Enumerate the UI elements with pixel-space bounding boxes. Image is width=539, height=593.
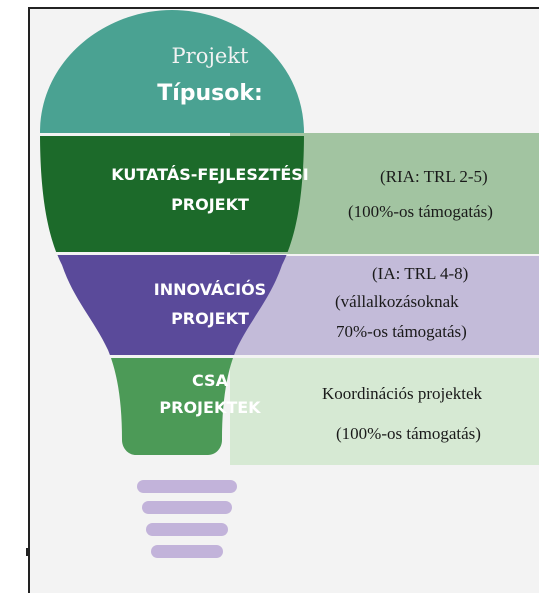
csa-label-line2: PROJEKTEK — [159, 398, 261, 417]
csa-description-band: Koordinációs projektek (100%-os támogatá… — [230, 358, 539, 465]
ia-description-band: (IA: TRL 4-8) (vállalkozásoknak 70%-os t… — [230, 256, 539, 355]
ria-desc-line1: (RIA: TRL 2-5) — [380, 167, 488, 186]
ia-desc-line2: (vállalkozásoknak — [335, 292, 459, 311]
ria-desc-line2: (100%-os támogatás) — [348, 202, 493, 221]
ria-label-line2: PROJEKT — [171, 195, 249, 214]
csa-desc-line1: Koordinációs projektek — [322, 384, 483, 403]
bulb-ia-segment — [40, 255, 304, 355]
ria-label-line1: KUTATÁS-FEJLESZTÉSI — [111, 165, 309, 184]
ia-desc-line3: 70%-os támogatás) — [336, 322, 467, 341]
bulb-base-stripes-icon — [137, 480, 237, 558]
ia-label-line1: INNOVÁCIÓS — [153, 280, 267, 299]
bulb-title-line2: Típusok: — [157, 81, 263, 106]
frame-tick — [26, 548, 28, 556]
csa-desc-line2: (100%-os támogatás) — [336, 424, 481, 443]
bulb-title-line1: Projekt — [171, 44, 249, 68]
bulb-ria-segment — [40, 136, 304, 252]
ia-label-line2: PROJEKT — [171, 309, 249, 328]
ia-desc-line1: (IA: TRL 4-8) — [372, 264, 469, 283]
csa-label-line1: CSA — [192, 371, 228, 390]
